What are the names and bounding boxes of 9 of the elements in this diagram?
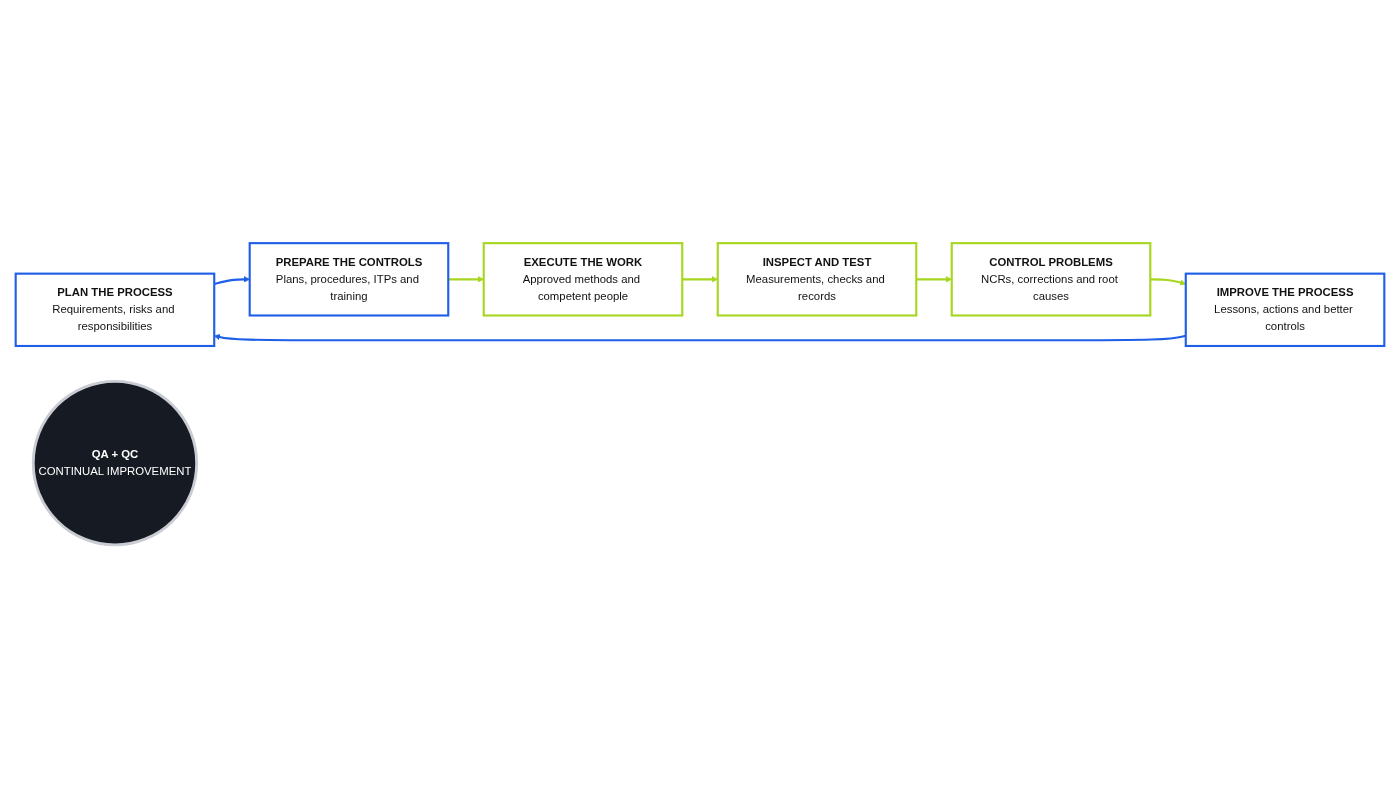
node-box: EXECUTE THE WORK Approved methods and competent people bbox=[482, 242, 684, 317]
node-box: CONTROL PROBLEMS NCRs, corrections and root causes bbox=[950, 242, 1152, 317]
node-box: PLAN THE PROCESS Requirements, risks and responsibilities bbox=[14, 272, 216, 348]
node-box: PREPARE THE CONTROLS Plans, procedures, ITPs and training bbox=[248, 242, 450, 317]
arrow bbox=[682, 276, 718, 283]
arrow bbox=[448, 276, 484, 283]
node-box: INSPECT AND TEST Measurements, checks and records bbox=[716, 242, 918, 317]
node-circle: QA + QC CONTINUAL IMPROVEMENT bbox=[31, 380, 199, 547]
node-box: IMPROVE THE PROCESS Lessons, actions and better controls bbox=[1184, 272, 1386, 348]
